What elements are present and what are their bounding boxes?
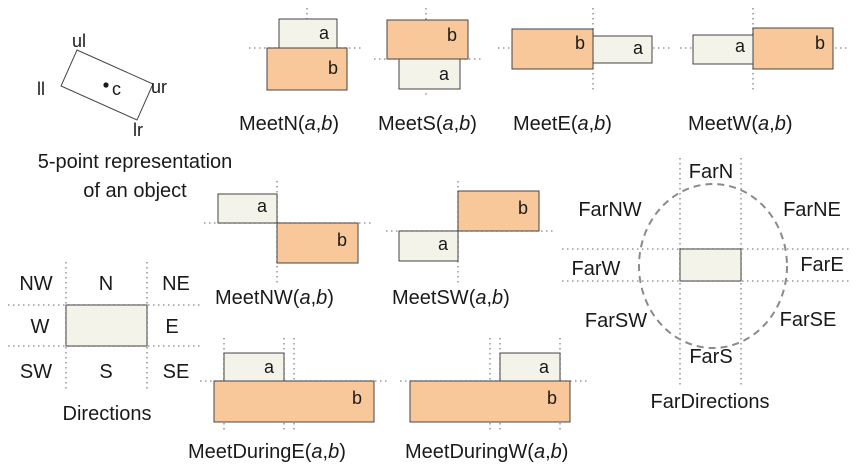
meet-during-e-caption: MeetDuringE(a,b) [188, 441, 346, 463]
far-boundary-ellipse [638, 183, 788, 349]
direction-ne-label: NE [162, 273, 190, 295]
direction-e-label: E [165, 316, 178, 338]
directions-caption: Directions [63, 403, 152, 425]
meet-nw-label-a: a [257, 196, 268, 216]
lower-left-label: ll [37, 79, 45, 99]
five-point-caption-line2: of an object [83, 180, 187, 202]
meet-e-panel: b a MeetE(a,b) [498, 8, 672, 135]
upper-left-label: ul [72, 31, 86, 51]
five-point-caption-line1: 5-point representation [38, 151, 233, 173]
meet-e-caption: MeetE(a,b) [513, 113, 612, 135]
meet-s-box-a [398, 58, 461, 90]
directions-panel: NW N NE W E SW S SE Directions [8, 262, 202, 425]
meet-w-label-b: b [815, 33, 825, 53]
far-n-label: FarN [689, 161, 733, 183]
center-point [103, 82, 109, 88]
meet-e-box-a [592, 35, 653, 64]
meet-n-label-b: b [328, 58, 338, 78]
meet-during-e-box-b [213, 380, 375, 423]
direction-se-label: SE [163, 361, 190, 383]
direction-w-label: W [31, 316, 50, 338]
meet-w-panel: a b MeetW(a,b) [680, 8, 850, 135]
meet-during-w-label-a: a [539, 357, 550, 377]
meet-sw-label-a: a [438, 234, 449, 254]
directions-reference-box [65, 304, 148, 347]
meet-s-label-a: a [439, 64, 450, 84]
meet-w-box-a [692, 34, 754, 65]
upper-right-label: ur [151, 77, 167, 97]
meet-sw-label-b: b [518, 198, 528, 218]
meet-sw-box-a [398, 230, 459, 262]
meet-n-label-a: a [319, 23, 330, 43]
meet-during-w-label-b: b [547, 388, 557, 408]
meet-during-w-box-b [409, 380, 571, 423]
meet-n-caption: MeetN(a,b) [239, 113, 339, 135]
meet-w-caption: MeetW(a,b) [688, 113, 793, 135]
meet-nw-panel: a b MeetNW(a,b) [204, 181, 372, 309]
meet-during-e-box-a [223, 352, 285, 382]
meet-w-label-a: a [735, 36, 746, 56]
meet-sw-caption: MeetSW(a,b) [392, 287, 510, 309]
meet-s-box-b [386, 19, 469, 60]
meet-n-box-a [278, 18, 338, 49]
far-e-label: FarE [800, 254, 843, 276]
meet-during-w-caption: MeetDuringW(a,b) [405, 441, 568, 463]
meet-nw-box-a [217, 193, 278, 224]
far-ne-label: FarNE [783, 199, 841, 221]
meet-s-label-b: b [447, 25, 457, 45]
direction-n-label: N [99, 273, 113, 295]
direction-sw-label: SW [20, 361, 52, 383]
meet-nw-caption: MeetNW(a,b) [215, 287, 334, 309]
far-directions-panel: FarN FarNW FarNE FarW FarE FarSW FarSE F… [562, 158, 852, 413]
meet-during-e-label-a: a [264, 357, 275, 377]
direction-nw-label: NW [19, 273, 52, 295]
far-reference-box [679, 248, 742, 282]
meet-s-caption: MeetS(a,b) [378, 113, 477, 135]
meet-during-e-label-b: b [352, 388, 362, 408]
lower-right-label: lr [133, 120, 143, 140]
meet-e-label-b: b [575, 33, 585, 53]
meet-during-e-panel: a b MeetDuringE(a,b) [188, 338, 388, 463]
meet-sw-box-b [457, 190, 540, 232]
direction-s-label: S [99, 361, 112, 383]
far-directions-caption: FarDirections [651, 391, 770, 413]
center-label: c [112, 79, 121, 99]
meet-e-label-a: a [633, 38, 644, 58]
far-w-label: FarW [572, 258, 621, 280]
meet-n-panel: a b MeetN(a,b) [239, 8, 362, 135]
meet-during-w-panel: a b MeetDuringW(a,b) [400, 338, 588, 463]
far-sw-label: FarSW [585, 310, 647, 332]
five-point-panel: c ul ur ll lr 5-point representation of … [37, 31, 232, 202]
meet-w-box-b [752, 27, 834, 70]
meet-sw-panel: b a MeetSW(a,b) [386, 181, 554, 309]
far-se-label: FarSE [780, 309, 837, 331]
far-s-label: FarS [689, 346, 732, 368]
meet-s-panel: b a MeetS(a,b) [374, 8, 482, 135]
meet-nw-label-b: b [337, 230, 347, 250]
meet-during-w-box-a [499, 352, 561, 382]
meet-nw-box-b [276, 222, 359, 264]
meet-n-box-b [266, 47, 348, 91]
far-nw-label: FarNW [578, 199, 641, 221]
